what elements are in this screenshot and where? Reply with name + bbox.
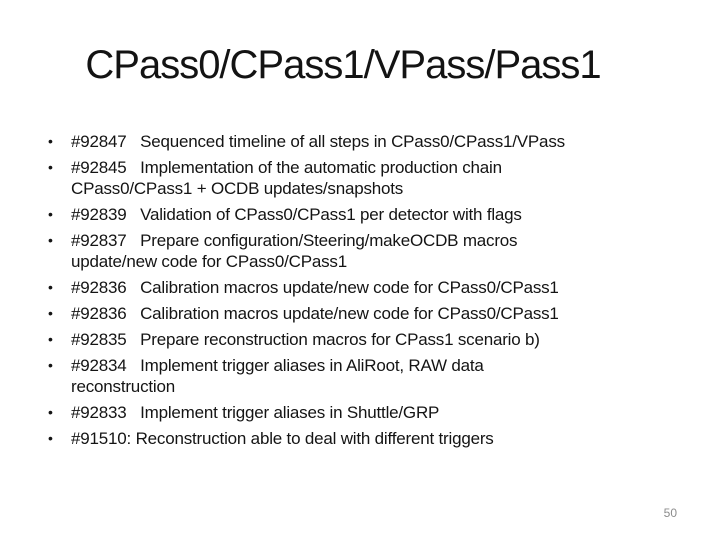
bullet-text: #92836 Calibration macros update/new cod… [71, 278, 559, 297]
bullet-item: • #92834 Implement trigger aliases in Al… [48, 355, 693, 397]
bullet-item: • #92839 Validation of CPass0/CPass1 per… [48, 204, 693, 225]
bullet-icon: • [48, 357, 53, 373]
bullet-icon: • [48, 305, 53, 321]
bullet-text: #92836 Calibration macros update/new cod… [71, 304, 559, 323]
bullet-item: • #92836 Calibration macros update/new c… [48, 277, 693, 298]
slide-title: CPass0/CPass1/VPass/Pass1 [85, 43, 601, 87]
bullet-item: • #92833 Implement trigger aliases in Sh… [48, 402, 693, 423]
bullet-icon: • [48, 404, 53, 420]
bullet-text: #91510: Reconstruction able to deal with… [71, 429, 494, 448]
bullet-icon: • [48, 331, 53, 347]
bullet-item: • #91510: Reconstruction able to deal wi… [48, 428, 693, 449]
page-number: 50 [663, 506, 677, 520]
bullet-item: • #92836 Calibration macros update/new c… [48, 303, 693, 324]
bullet-text: #92847 Sequenced timeline of all steps i… [71, 132, 565, 151]
bullet-icon: • [48, 430, 53, 446]
bullet-text: #92845 Implementation of the automatic p… [71, 158, 502, 198]
bullet-icon: • [48, 159, 53, 175]
bullet-text: #92833 Implement trigger aliases in Shut… [71, 403, 440, 422]
bullet-icon: • [48, 133, 53, 149]
bullet-text: #92839 Validation of CPass0/CPass1 per d… [71, 205, 522, 224]
bullet-item: • #92845 Implementation of the automatic… [48, 157, 693, 199]
bullet-list: • #92847 Sequenced timeline of all steps… [48, 131, 693, 454]
bullet-icon: • [48, 206, 53, 222]
bullet-item: • #92837 Prepare configuration/Steering/… [48, 230, 693, 272]
bullet-icon: • [48, 279, 53, 295]
bullet-item: • #92847 Sequenced timeline of all steps… [48, 131, 693, 152]
bullet-text: #92835 Prepare reconstruction macros for… [71, 330, 540, 349]
bullet-icon: • [48, 232, 53, 248]
bullet-text: #92834 Implement trigger aliases in AliR… [71, 356, 484, 396]
bullet-text: #92837 Prepare configuration/Steering/ma… [71, 231, 518, 271]
bullet-item: • #92835 Prepare reconstruction macros f… [48, 329, 693, 350]
